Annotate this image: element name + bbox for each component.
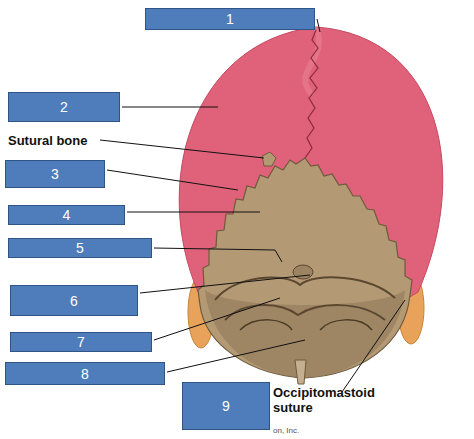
callout-number: 9: [222, 398, 230, 414]
callout-number: 7: [77, 334, 85, 350]
callout-box: 8: [5, 362, 165, 385]
copyright-note: on, Inc.: [273, 426, 299, 435]
callout-number: 5: [76, 240, 84, 256]
structure-label: Occipitomastoid suture: [273, 385, 355, 415]
callout-box: 4: [8, 205, 125, 225]
callout-box: 9: [182, 382, 270, 430]
callout-number: 4: [63, 207, 71, 223]
inferior-nuchal-line: [225, 305, 385, 320]
callout-number: 1: [226, 11, 234, 27]
callout-number: 6: [70, 293, 78, 309]
sagittal-suture: [305, 30, 318, 158]
callout-box: 2: [8, 92, 120, 122]
callout-number: 2: [60, 99, 68, 115]
superior-nuchal-line: [215, 277, 395, 300]
callout-number: 8: [81, 366, 89, 382]
callout-box: 5: [8, 238, 152, 258]
structure-label: Sutural bone: [8, 133, 87, 148]
callout-number: 3: [51, 166, 59, 182]
callout-box: 7: [10, 332, 152, 352]
occipital-bone: [198, 158, 412, 378]
callout-box: 6: [10, 285, 138, 316]
sutural-bone: [262, 152, 276, 166]
callout-box: 3: [5, 160, 105, 188]
callout-box: 1: [145, 8, 315, 30]
